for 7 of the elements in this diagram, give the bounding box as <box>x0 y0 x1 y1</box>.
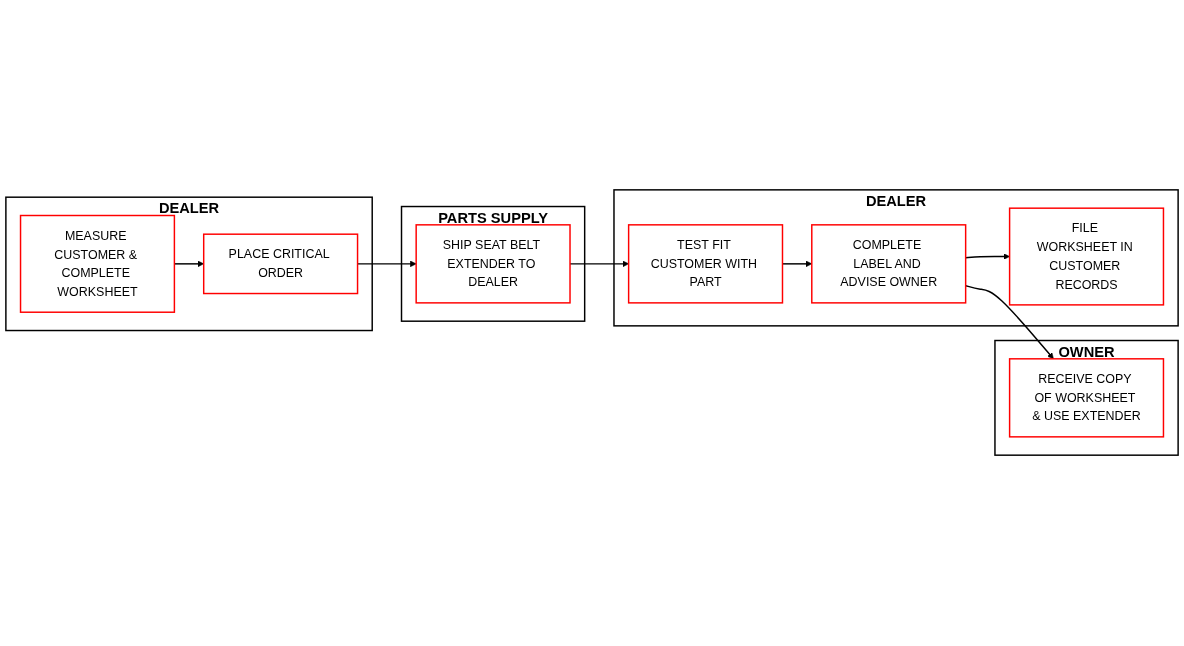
node-box: COMPLETE LABEL AND ADVISE OWNER <box>811 224 967 305</box>
node-box: MEASURE CUSTOMER & COMPLETE WORKSHEET <box>19 215 176 314</box>
node-box: PLACE CRITICAL ORDER <box>202 233 359 295</box>
node-box: RECEIVE COPY OF WORKSHEET & USE EXTENDER <box>1008 358 1165 439</box>
node-box: FILE WORKSHEET IN CUSTOMER RECORDS <box>1008 207 1165 307</box>
node-box: TEST FIT CUSTOMER WITH PART <box>627 224 784 305</box>
node-box: SHIP SEAT BELT EXTENDER TO DEALER <box>415 224 571 305</box>
